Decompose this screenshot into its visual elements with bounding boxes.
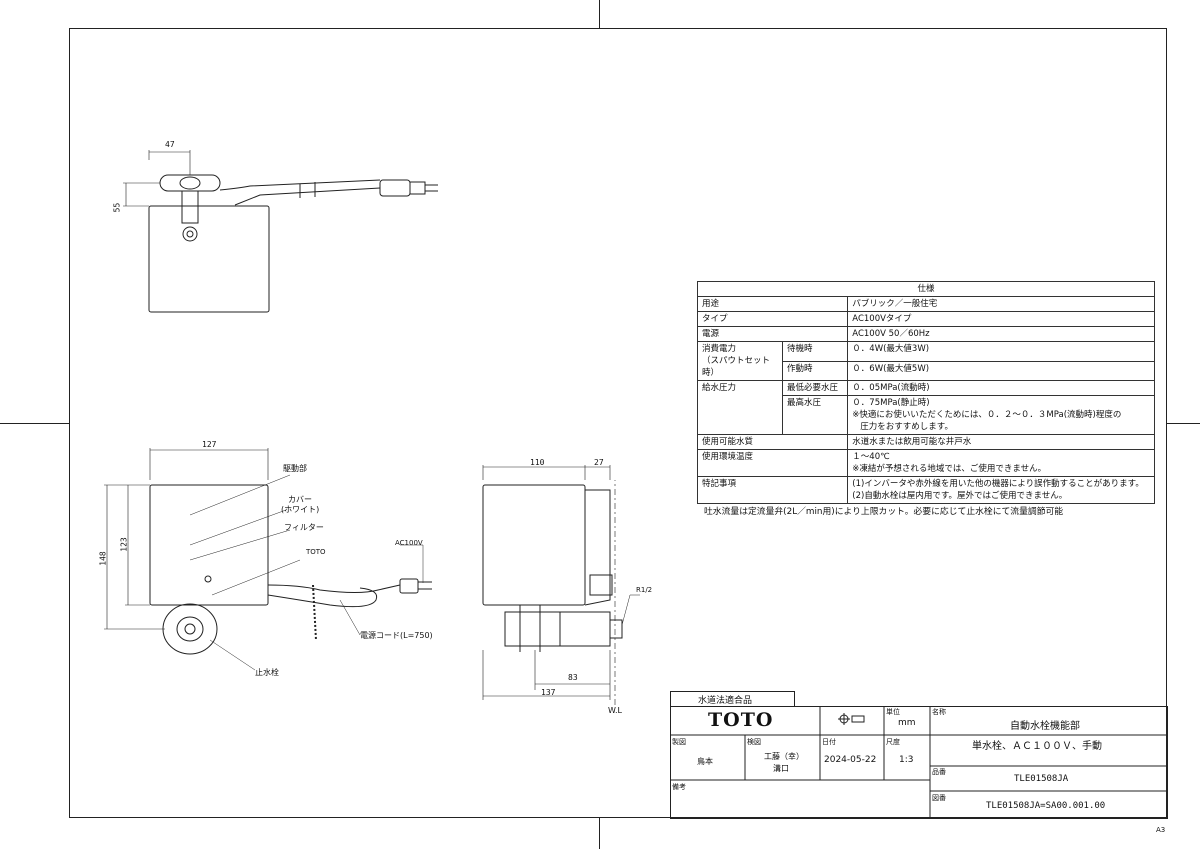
name-line1: 自動水栓機能部 <box>1010 721 1080 732</box>
checked-value-1: 工藤（幸） <box>764 752 804 761</box>
dim-front-width: 127 <box>202 440 217 449</box>
date-label: 日付 <box>822 738 836 746</box>
dim-side-offset: 83 <box>568 673 578 682</box>
cert-label: 水道法適合品 <box>698 696 753 706</box>
flow-note: 吐水流量は定流量弁(2L／min用)により上限カット。必要に応じて止水栓にて流量… <box>704 507 1064 517</box>
label-stop-valve: 止水栓 <box>255 668 279 677</box>
checked-label: 検図 <box>747 738 761 746</box>
drawn-label: 製図 <box>672 738 686 746</box>
title-block <box>670 706 1168 819</box>
center-mark-left <box>0 423 69 424</box>
drawing-frame <box>69 28 1167 818</box>
spec-val-power: AC100V 50／60Hz <box>847 326 1155 342</box>
label-cover-color: (ホワイト) <box>281 505 320 514</box>
spec-key-special: 特記事項 <box>696 476 849 504</box>
remarks-label: 備考 <box>672 783 686 791</box>
dim-side-total: 137 <box>541 688 556 697</box>
spec-val-special: (1)インバータや赤外線を用いた他の機器により誤作動することがあります。(2)自… <box>847 476 1155 504</box>
dwg-value: TLE01508JA=SA00.001.00 <box>986 801 1106 811</box>
name-label: 名称 <box>932 708 946 716</box>
drawn-value: 鳥本 <box>697 757 713 766</box>
dwg-label: 図番 <box>932 794 946 802</box>
unit-value: mm <box>898 718 916 728</box>
checked-value-2: 溝口 <box>773 764 789 773</box>
label-ac: AC100V <box>395 539 423 547</box>
label-wall-line: W.L <box>608 706 622 715</box>
spec-key-pressure: 給水圧力 <box>697 380 783 435</box>
label-cover: カバー <box>288 495 312 504</box>
unit-label: 単位 <box>886 708 900 716</box>
spec-key-temp: 使用環境温度 <box>696 449 849 477</box>
date-value: 2024-05-22 <box>824 755 877 765</box>
scale-value: 1:3 <box>899 755 914 765</box>
center-mark-right <box>1167 423 1200 424</box>
front-view <box>104 448 432 671</box>
top-view <box>123 150 438 313</box>
label-drive: 駆動部 <box>283 464 307 473</box>
part-label: 品番 <box>932 768 946 776</box>
label-toto-mark: TOTO <box>306 548 326 556</box>
spec-val-max-pressure: ０．75MPa(静止時)※快適にお使いいただくためには、０．２～０．３MPa(流… <box>847 395 1155 435</box>
dim-side-ext: 27 <box>594 458 604 467</box>
label-filter: フィルター <box>284 523 324 532</box>
center-mark-bottom <box>599 818 600 849</box>
sheet-size: A3 <box>1156 826 1166 834</box>
toto-logo: TOTO <box>708 709 774 731</box>
label-thread: R1/2 <box>636 586 653 594</box>
label-cord: 電源コード(L=750) <box>360 631 433 640</box>
part-value: TLE01508JA <box>1014 774 1069 784</box>
scale-label: 尺度 <box>886 738 900 746</box>
center-mark-top <box>599 0 600 28</box>
side-view <box>482 465 640 705</box>
dim-side-width: 110 <box>530 458 545 467</box>
name-line2: 単水栓、ＡＣ１００Ｖ、手動 <box>972 741 1102 752</box>
spec-key-max-pressure: 最高水圧 <box>781 395 849 435</box>
spec-key-consumption: 消費電力（スパウトセット時） <box>697 341 783 381</box>
dim-top-width: 47 <box>165 140 175 149</box>
